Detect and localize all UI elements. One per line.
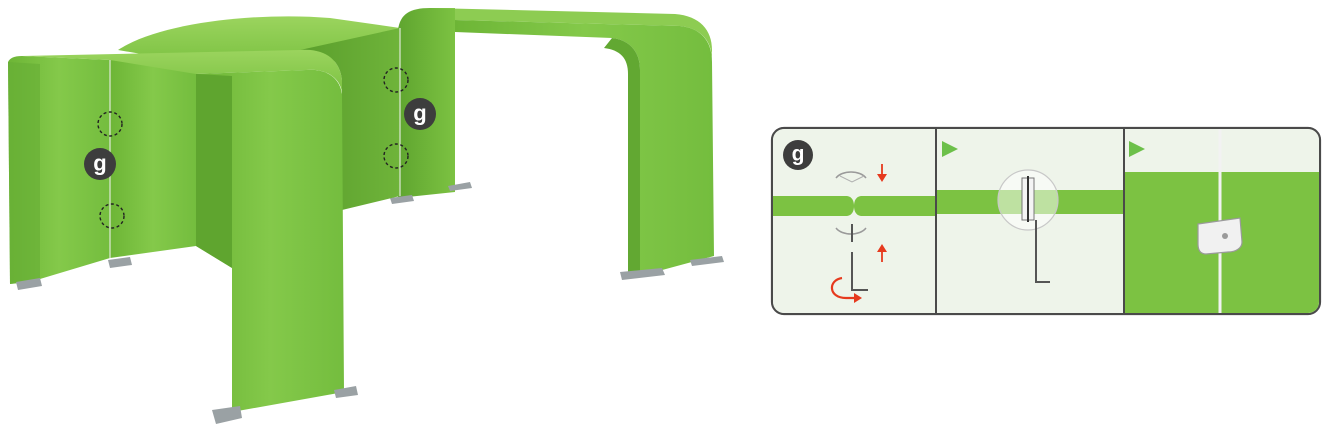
clip-top-outline — [839, 175, 865, 183]
foot — [108, 257, 132, 268]
circle-badge-g-icon: g — [84, 148, 116, 180]
left-arch-top — [22, 49, 342, 92]
allen-key-icon — [1035, 220, 1050, 283]
bar-left-segment — [773, 196, 854, 216]
connector-clip-icon — [1197, 217, 1243, 255]
foot — [334, 386, 358, 398]
detail-step-2 — [937, 129, 1123, 313]
callout-left-label: g — [93, 151, 106, 176]
green-triangle-marker-icon — [1129, 141, 1145, 157]
red-rotate-arrow-icon — [830, 276, 862, 303]
foot — [690, 256, 724, 266]
allen-key-icon — [851, 252, 868, 291]
dashed-circle-marker — [383, 143, 409, 169]
foot — [448, 182, 472, 191]
circle-badge-g-icon: g — [404, 98, 436, 130]
dashed-circle-marker — [97, 111, 123, 137]
center-panel — [300, 28, 400, 210]
left-arch-front-leg — [196, 69, 344, 413]
red-arrow-down-icon — [877, 164, 887, 182]
foot — [390, 195, 414, 204]
right-arch-front-leg — [455, 20, 714, 276]
left-arch-inner-side — [196, 74, 232, 268]
booth-assembly: g g — [8, 8, 724, 424]
green-triangle-marker-icon — [942, 141, 958, 157]
callout-right-label: g — [413, 101, 426, 126]
bar-right-segment — [854, 196, 936, 216]
circle-badge-g-icon: g — [783, 140, 813, 170]
left-wall-right-half — [110, 60, 196, 258]
foot — [16, 278, 42, 290]
detail-step-3 — [1125, 129, 1319, 313]
step-badge-label: g — [792, 143, 805, 166]
clip-top-outline — [835, 171, 867, 179]
right-arch-top-band — [430, 8, 712, 60]
dashed-circle-marker — [383, 67, 409, 93]
red-arrow-up-icon — [877, 244, 887, 262]
foot — [212, 406, 242, 424]
right-arch-leg-side — [604, 38, 640, 278]
detail-panel: g — [770, 126, 1322, 316]
left-back-wall-shade — [8, 62, 40, 284]
foot — [620, 268, 665, 280]
detail-step-1: g — [773, 129, 936, 313]
dashed-circle-marker — [99, 203, 125, 229]
clip-screw — [1222, 233, 1228, 239]
